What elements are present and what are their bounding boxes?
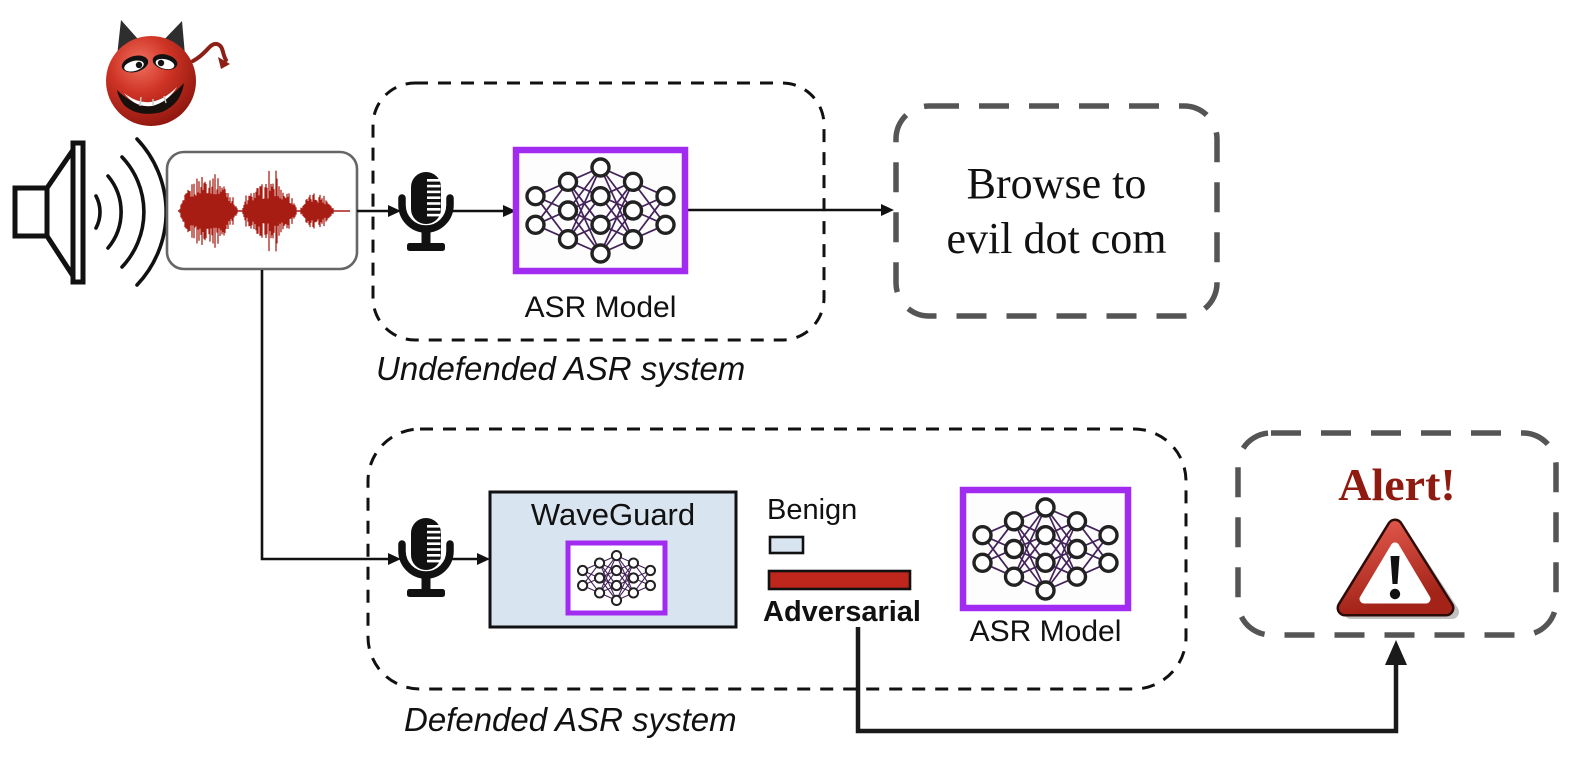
audio-waveform-icon <box>165 150 359 271</box>
neural-network-nodes <box>525 157 676 264</box>
microphone-icon <box>398 518 454 597</box>
adversarial-swatch <box>767 569 912 591</box>
alert-output-box <box>1235 430 1559 638</box>
neural-network-nodes <box>577 550 657 607</box>
neural-network-nodes <box>972 497 1119 601</box>
asr-model-label-defended: ASR Model <box>969 615 1122 648</box>
sound-waves-icon <box>94 137 168 287</box>
benign-swatch <box>768 535 805 555</box>
speaker-icon <box>12 140 86 285</box>
defended-system-box <box>366 427 1188 691</box>
waveguard-label: WaveGuard <box>530 497 696 532</box>
adversarial-alert-arrow <box>855 627 1407 734</box>
adversarial-label: Adversarial <box>763 596 921 628</box>
browse-output-line2: evil dot com <box>946 214 1167 263</box>
devil-emoji-icon <box>106 20 230 126</box>
undefended-system-caption: Undefended ASR system <box>376 350 746 387</box>
microphone-icon <box>398 172 454 251</box>
benign-label: Benign <box>767 494 858 526</box>
undefended-system-box <box>371 81 826 342</box>
warning-triangle-icon <box>1336 518 1459 619</box>
defended-system-caption: Defended ASR system <box>404 701 737 738</box>
flow-arrows <box>260 208 882 561</box>
asr-model-label-undefended: ASR Model <box>524 291 677 324</box>
browse-output-box <box>893 103 1220 319</box>
arrow-heads <box>388 204 894 565</box>
browse-output-text: Browse to evil dot com <box>896 106 1217 316</box>
browse-output-line1: Browse to <box>966 158 1147 208</box>
alert-label: Alert! <box>1338 459 1456 510</box>
